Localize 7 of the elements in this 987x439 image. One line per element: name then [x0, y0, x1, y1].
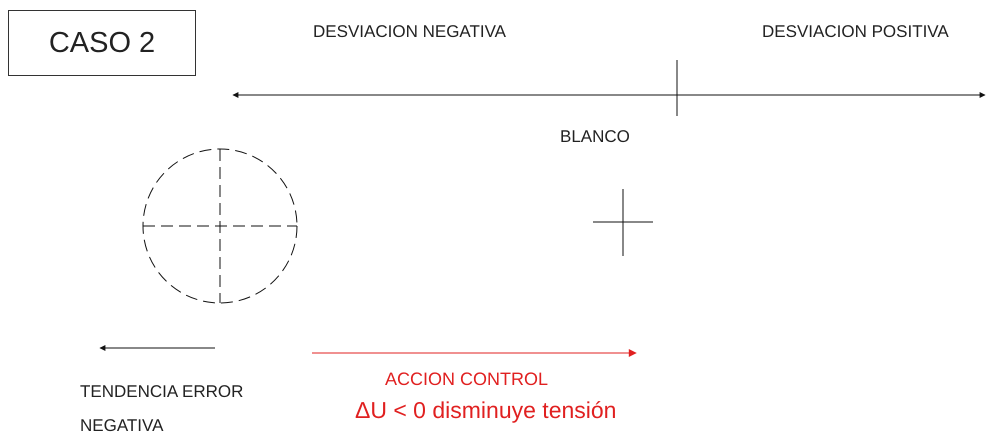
- target-label: BLANCO: [560, 127, 630, 147]
- axis-label: DESVIACION POSITIVA: [762, 22, 949, 42]
- formula-label: ΔU < 0 disminuye tensión: [355, 397, 616, 424]
- case-label: CASO 2: [8, 10, 196, 76]
- control-label: ACCION CONTROL: [385, 369, 548, 390]
- tendency-label: TENDENCIA ERROR NEGATIVA: [80, 381, 244, 437]
- axis-label: DESVIACION NEGATIVA: [313, 22, 506, 42]
